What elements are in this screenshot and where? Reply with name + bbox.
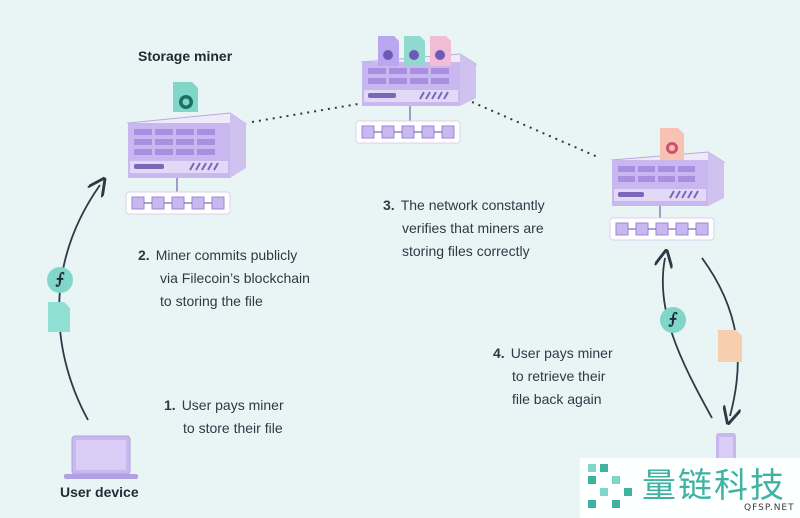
- stored-file-icon: [173, 82, 198, 112]
- network-link-left: [251, 103, 359, 123]
- step-1-line-1: User pays miner: [181, 397, 284, 413]
- payment-arrow: [663, 258, 713, 419]
- filecoin-coin-icon: [47, 267, 73, 293]
- stored-files-icons: [378, 36, 451, 66]
- blockchain-left: [125, 191, 231, 215]
- coin-glyph-right: ⨍: [668, 309, 678, 328]
- step-2-line-2: via Filecoin’s blockchain: [160, 270, 310, 286]
- step-4-line-2: to retrieve their: [512, 368, 606, 384]
- step-4-line-1: User pays miner: [510, 345, 613, 361]
- network-link-right: [471, 101, 601, 159]
- upload-arrow: [58, 185, 100, 421]
- step-3-label: 3. The network constantly verifies that m…: [383, 194, 545, 263]
- step-3-line-3: storing files correctly: [402, 243, 530, 259]
- retrieved-file-icon: [660, 128, 684, 160]
- retrieval-miner-server: [610, 151, 726, 218]
- coin-glyph-left: ⨍: [55, 269, 65, 288]
- step-3-line-1: The network constantly: [400, 197, 545, 213]
- filecoin-coin-icon-right: [660, 307, 686, 333]
- watermark-url: QFSP.NET: [744, 503, 795, 513]
- step-3-line-2: verifies that miners are: [402, 220, 544, 236]
- step-4-line-3: file back again: [512, 391, 602, 407]
- laptop-icon: [64, 435, 138, 479]
- blockchain-right: [609, 217, 715, 241]
- storage-miner-server: [126, 112, 248, 193]
- step-2-line-1: Miner commits publicly: [155, 247, 298, 263]
- step-1-number: 1.: [164, 397, 176, 413]
- step-2-number: 2.: [138, 247, 150, 263]
- user-device-title: User device: [60, 484, 139, 500]
- step-1-line-2: to store their file: [183, 420, 283, 436]
- step-2-line-3: to storing the file: [160, 293, 263, 309]
- step-4-label: 4. User pays miner to retrieve their file…: [493, 342, 613, 411]
- step-4-number: 4.: [493, 345, 505, 361]
- watermark-name: 量链科技: [642, 466, 786, 506]
- step-3-number: 3.: [383, 197, 395, 213]
- step-1-label: 1. User pays miner to store their file: [164, 394, 284, 440]
- blockchain-top: [355, 120, 461, 144]
- watermark-logo: [580, 458, 800, 518]
- storage-miner-title: Storage miner: [138, 48, 233, 64]
- step-2-label: 2. Miner commits publicly via Filecoin’s …: [138, 244, 310, 313]
- file-icon: [48, 302, 70, 332]
- pink-file-icon: [718, 330, 742, 362]
